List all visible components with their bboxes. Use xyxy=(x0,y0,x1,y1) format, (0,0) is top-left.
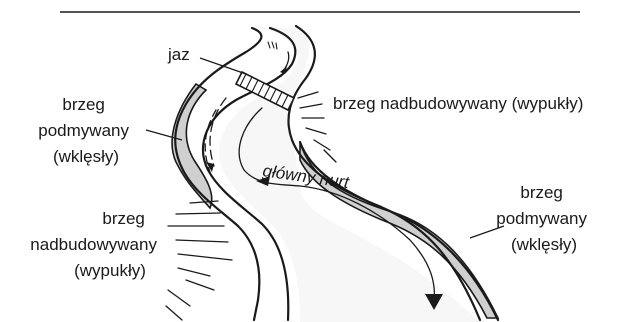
weir-leader xyxy=(200,58,246,74)
bank-right-lower-line-2: podmywany xyxy=(496,209,587,228)
bank-left-lower-line-2: nadbudowywany xyxy=(30,235,157,254)
bank-left-upper-line-2: podmywany xyxy=(38,121,129,140)
bank-left-lower-line-1: brzeg xyxy=(102,209,145,228)
bank-left-lower-line-3: (wypukły) xyxy=(74,261,146,280)
upstream-hatching xyxy=(268,42,277,49)
bank-left-upper-label: brzeg podmywany (wklęsły) xyxy=(38,95,133,166)
bank-right-lower-line-3: (wklęsły) xyxy=(511,235,577,254)
weir-label: jaz xyxy=(167,45,190,64)
bank-left-upper-line-3: (wklęsły) xyxy=(53,147,119,166)
bank-top-right-label: brzeg nadbudowywany (wypukły) xyxy=(333,94,583,113)
deposition-lines-lower xyxy=(166,201,232,320)
bank-right-lower-line-1: brzeg xyxy=(520,183,563,202)
bank-left-lower-label: brzeg nadbudowywany (wypukły) xyxy=(30,209,161,280)
bank-right-lower-label: brzeg podmywany (wklęsły) xyxy=(496,183,591,254)
bank-left-upper-line-1: brzeg xyxy=(62,95,105,114)
